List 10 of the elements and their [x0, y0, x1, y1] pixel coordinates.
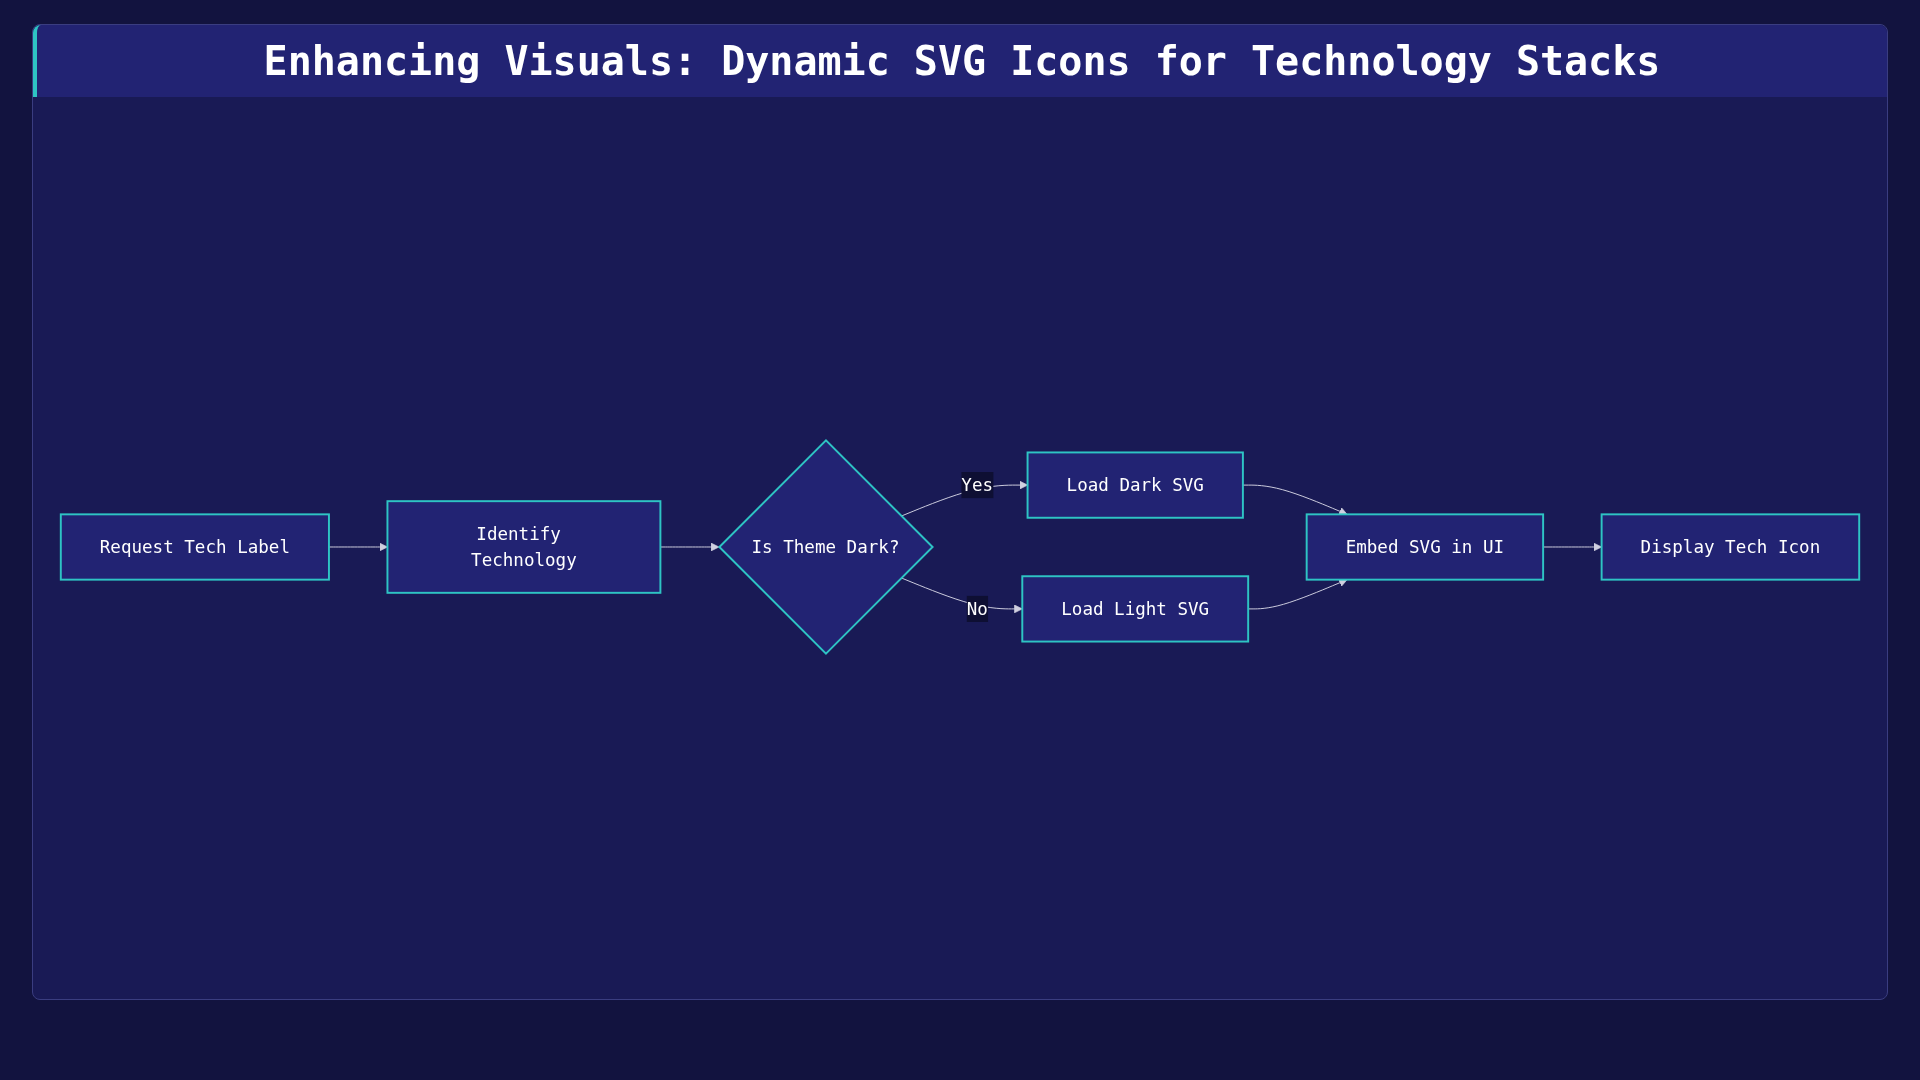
node-box: Embed SVG in UI — [1305, 513, 1545, 581]
edge-label: Yes — [961, 474, 994, 496]
node-box: Load Dark SVG — [1026, 451, 1244, 519]
node-box: Identify Technology — [386, 500, 662, 594]
node-box: Display Tech Icon — [1600, 513, 1861, 581]
node-box: Request Tech Label — [59, 513, 330, 581]
node-box: Load Light SVG — [1021, 575, 1250, 643]
edge-label: No — [966, 598, 988, 620]
node-diamond: Is Theme Dark? — [718, 439, 934, 655]
title-banner: Enhancing Visuals: Dynamic SVG Icons for Technology Stacks — [33, 25, 1887, 97]
